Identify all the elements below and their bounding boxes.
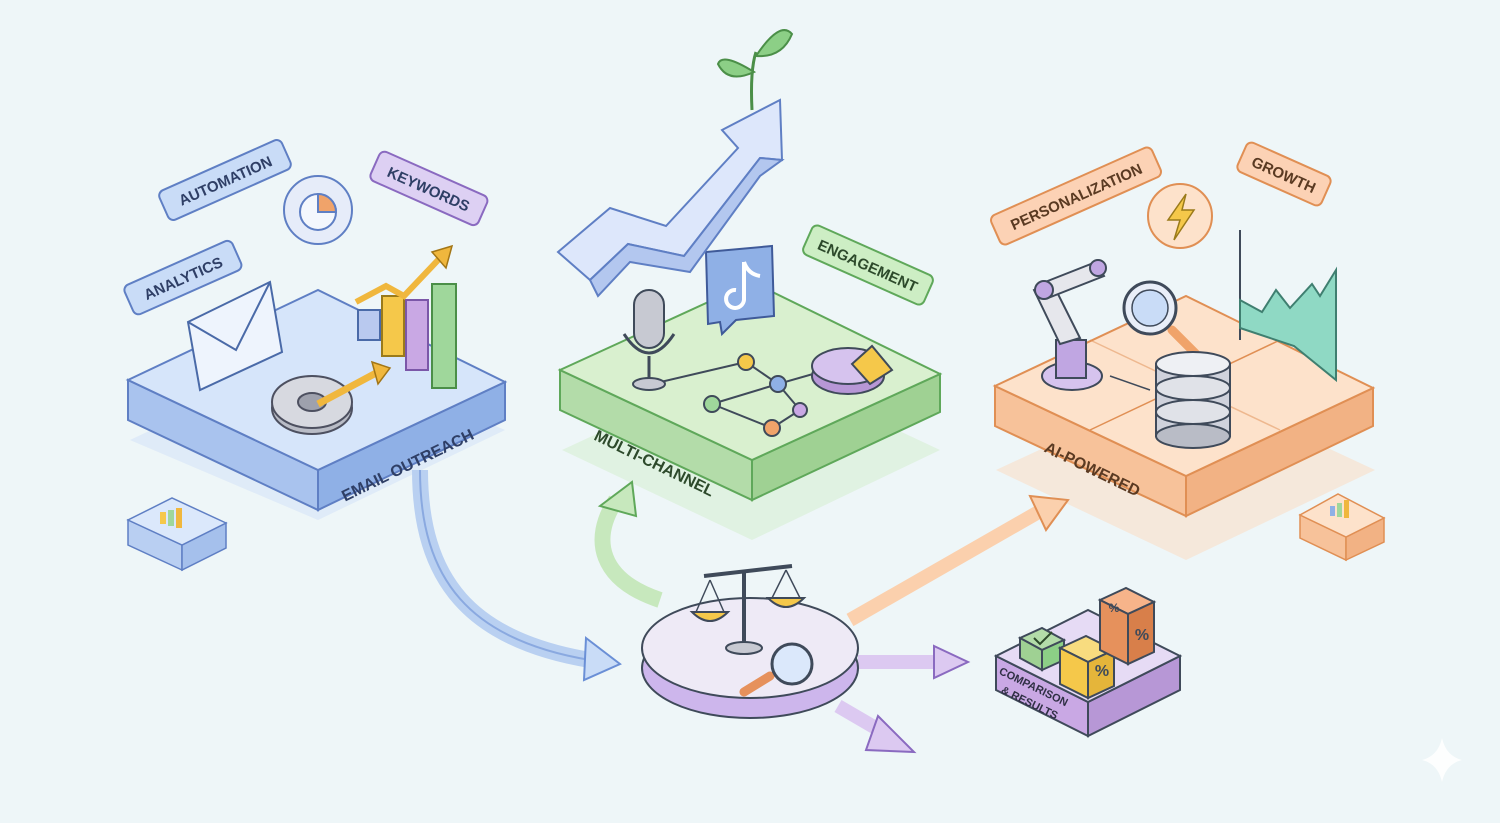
percent-glyph: % (1095, 663, 1109, 680)
flow-arrows (412, 469, 1070, 754)
arrow-hub-to-multichannel (594, 495, 663, 608)
gear-icon (271, 360, 392, 435)
mini-chart-block-right (1298, 493, 1386, 562)
multi-channel-platform: MULTI-CHANNEL (557, 244, 943, 540)
email-outreach-platform: EMAIL OUTREACH (125, 244, 508, 520)
database-icon (1109, 351, 1231, 449)
tiktok-icon (704, 244, 776, 337)
arrow-email-to-hub (412, 469, 592, 668)
percent-glyph: % (1135, 627, 1149, 644)
pie-chart-icon (283, 175, 353, 245)
tag-personalization-label: PERSONALIZATION (1008, 161, 1145, 234)
tag-keywords: KEYWORDS (369, 150, 489, 227)
sparkle-icon (1422, 738, 1462, 782)
bar-chart-icon (354, 244, 457, 389)
sprout-icon (716, 29, 794, 111)
tag-personalization: PERSONALIZATION (990, 146, 1162, 246)
envelope-icon (186, 280, 284, 392)
percent-box-orange-icon: % % (1097, 586, 1157, 666)
magnifier-icon (739, 642, 814, 697)
comparison-hub (641, 564, 859, 719)
tag-engagement: ENGAGEMENT (802, 224, 934, 306)
growth-arrow-icon (556, 98, 785, 298)
lightning-icon (1147, 183, 1213, 249)
tag-automation: AUTOMATION (158, 139, 292, 221)
network-graph (651, 353, 821, 437)
tag-growth: GROWTH (1236, 141, 1332, 207)
percent-glyph: % (1109, 601, 1120, 615)
mini-chart-block-left (126, 497, 228, 572)
balance-scale-icon (689, 564, 807, 655)
robot-arm-icon (1032, 259, 1107, 391)
growth-chart-icon (1239, 230, 1337, 383)
microphone-icon (622, 289, 676, 391)
comparison-results-block: COMPARISON & RESULTS % % % (993, 586, 1183, 738)
pie-slice-icon (811, 344, 894, 395)
arrow-hub-to-ai (846, 503, 1046, 627)
percent-box-yellow-icon: % (1057, 634, 1117, 700)
ai-powered-platform: AI-POWERED (992, 230, 1376, 560)
